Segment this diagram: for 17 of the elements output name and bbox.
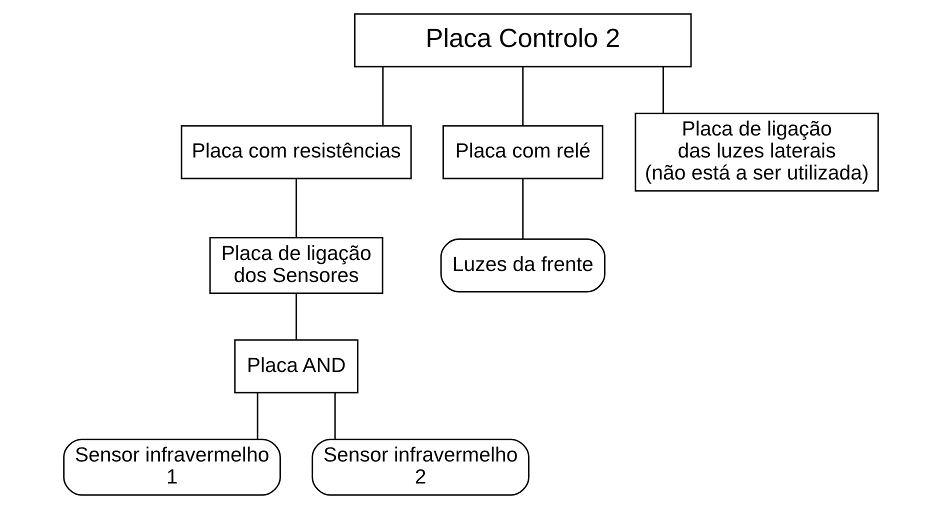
node-box: Placa Controlo 2 (354, 13, 692, 68)
connector (522, 179, 524, 239)
connector (522, 66, 524, 126)
node-box: Luzes da frente (440, 238, 606, 292)
node-box: Sensor infravermelho 2 (312, 438, 530, 496)
connector (334, 392, 336, 440)
node-box: Sensor infravermelho 1 (63, 438, 281, 496)
connector (382, 66, 384, 126)
node-box: Placa de ligação das luzes laterais (não está a ser utilizada) (634, 112, 879, 192)
connector (256, 392, 258, 440)
connector (296, 179, 298, 238)
node-box: Placa com resistências (180, 125, 412, 180)
node-box: Placa com relé (442, 125, 604, 180)
node-box: Placa AND (234, 339, 358, 394)
connector (662, 66, 664, 114)
node-box: Placa de ligação dos Sensores (209, 236, 384, 294)
connector (296, 294, 298, 340)
